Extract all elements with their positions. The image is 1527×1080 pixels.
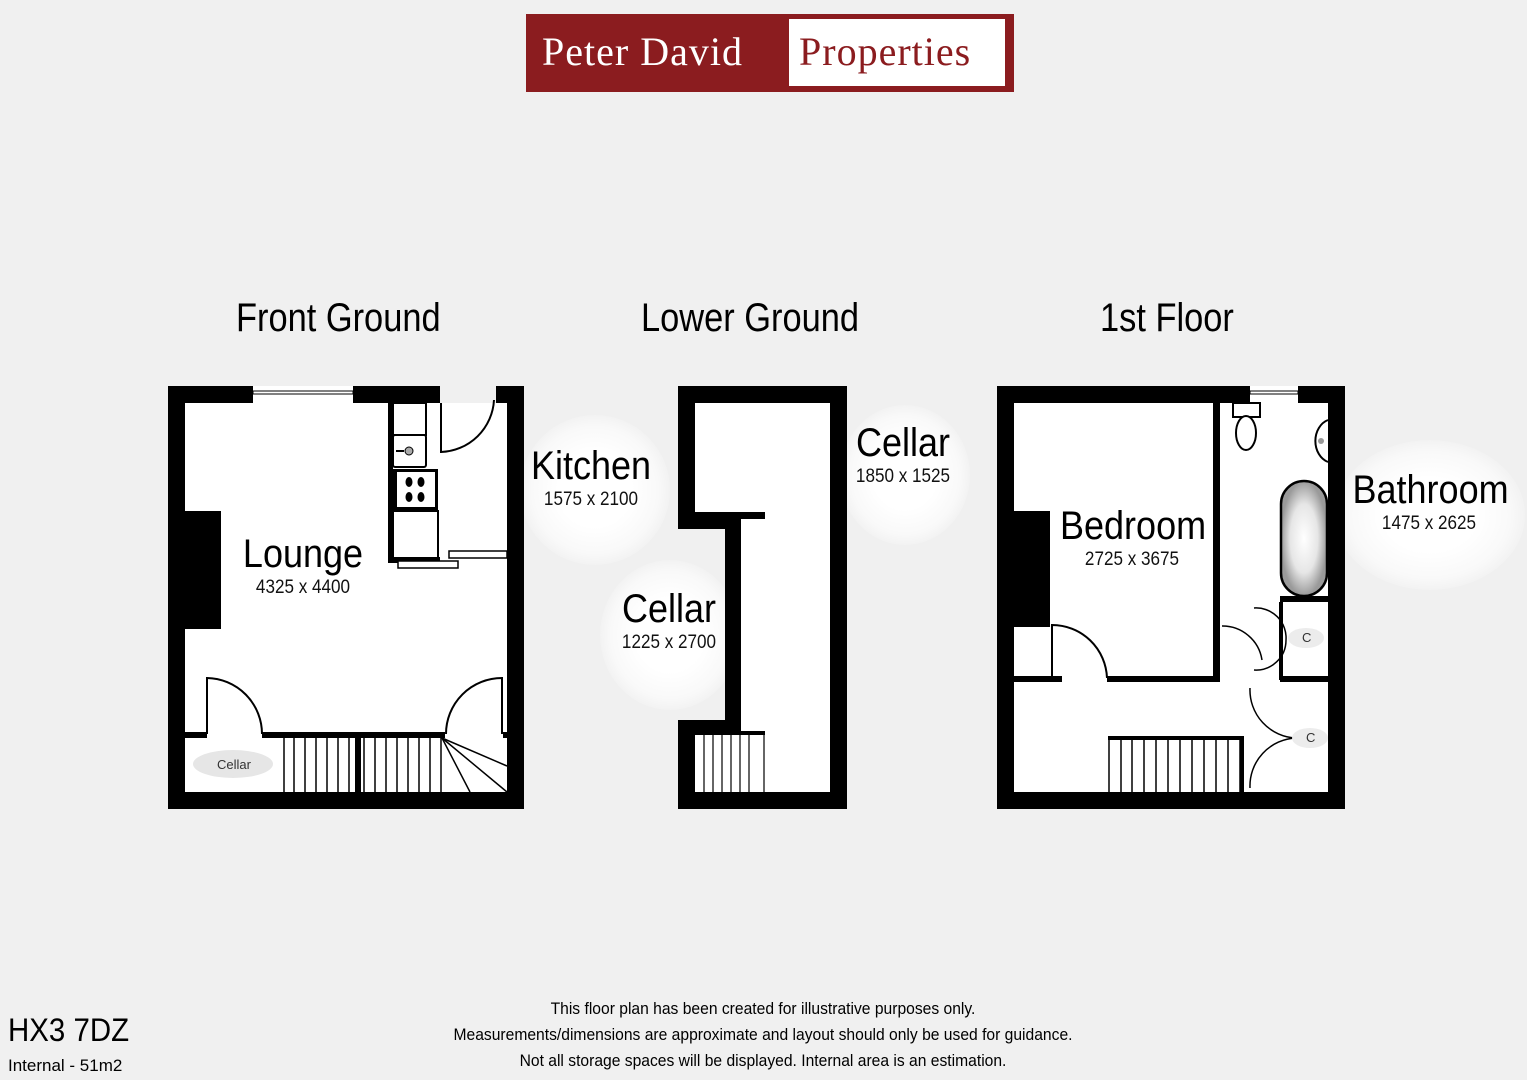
room-name: Kitchen: [530, 444, 652, 488]
room-label-lounge: Lounge 4325 x 4400: [228, 532, 378, 600]
brand-logo: Peter David Properties: [526, 14, 1014, 92]
room-name: Bathroom: [1352, 468, 1509, 512]
room-dims: 1850 x 1525: [855, 466, 951, 487]
room-label-cellar-lower: Cellar 1225 x 2700: [604, 587, 734, 655]
first-floor-plan: [997, 386, 1345, 809]
floor-title-lower-ground: Lower Ground: [641, 296, 859, 340]
cellar-upper-label-glow: [840, 405, 970, 545]
room-dims: 1575 x 2100: [543, 489, 639, 510]
room-label-bathroom: Bathroom 1475 x 2625: [1344, 468, 1514, 536]
postcode: HX3 7DZ: [8, 1012, 130, 1048]
cellar-lower-label-glow: [600, 560, 740, 710]
brand-name-right-box: Properties: [789, 19, 1005, 86]
floor-title-1st-floor: 1st Floor: [1100, 296, 1234, 340]
room-dims: 1225 x 2700: [621, 632, 717, 653]
lower-ground-plan: [678, 386, 847, 809]
bathroom-label-glow: [1335, 440, 1525, 590]
cupboard-label-1: C: [1302, 630, 1312, 645]
room-name: Cellar: [621, 587, 717, 631]
disclaimer: This floor plan has been created for ill…: [420, 996, 1106, 1074]
room-name: Lounge: [242, 532, 364, 576]
room-label-front-cellar: Cellar: [217, 757, 251, 772]
cupboard-label-2: C: [1306, 730, 1316, 745]
disclaimer-line: Not all storage spaces will be displayed…: [519, 1051, 1007, 1070]
room-label-kitchen: Kitchen 1575 x 2100: [518, 444, 664, 512]
room-name: Bedroom: [1060, 504, 1207, 548]
disclaimer-line: Measurements/dimensions are approximate …: [453, 1025, 1073, 1044]
internal-area: Internal - 51m2: [8, 1056, 123, 1075]
brand-name-left: Peter David: [542, 29, 743, 74]
brand-name-right: Properties: [799, 29, 972, 74]
room-dims: 4325 x 4400: [255, 577, 351, 598]
front-ground-plan: [168, 386, 524, 809]
kitchen-label-glow: [520, 415, 670, 565]
room-name: Cellar: [855, 421, 951, 465]
room-label-cellar-upper: Cellar 1850 x 1525: [838, 421, 968, 489]
room-label-bedroom: Bedroom 2725 x 3675: [1052, 504, 1212, 572]
disclaimer-line: This floor plan has been created for ill…: [550, 999, 976, 1018]
floor-title-front-ground: Front Ground: [236, 296, 441, 340]
room-dims: 1475 x 2625: [1381, 513, 1477, 534]
room-dims: 2725 x 3675: [1084, 549, 1180, 570]
